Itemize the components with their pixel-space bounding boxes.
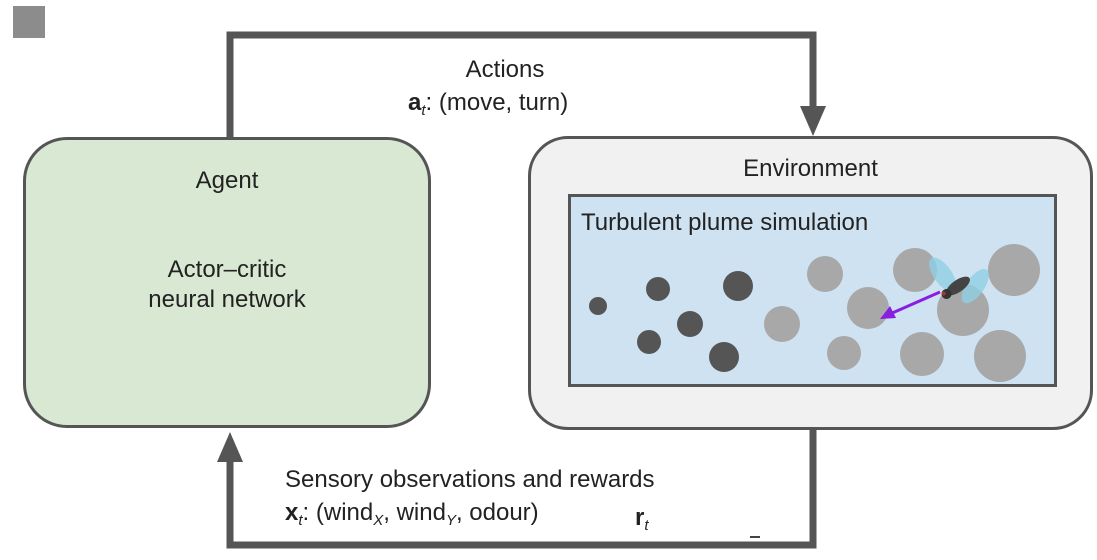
actions-subscript: t bbox=[421, 102, 426, 119]
observations-title: Sensory observations and rewards bbox=[285, 466, 655, 493]
observations-arrow bbox=[226, 430, 817, 549]
reward-formula: rt bbox=[635, 504, 649, 535]
observation-sep: , wind bbox=[383, 499, 446, 526]
wind-x-subscript: X bbox=[373, 512, 384, 529]
odour-blob bbox=[827, 336, 861, 370]
heading-arrowhead bbox=[880, 306, 896, 319]
odour-blob bbox=[589, 297, 607, 315]
odour-blob bbox=[646, 277, 670, 301]
plume-simulation-title: Turbulent plume simulation bbox=[581, 209, 869, 236]
odour-blob bbox=[677, 311, 703, 337]
actions-arrowhead bbox=[800, 106, 826, 136]
odour-blob bbox=[974, 330, 1026, 382]
odour-blob bbox=[709, 342, 739, 372]
actions-arrow bbox=[226, 31, 817, 137]
odour-blob bbox=[893, 248, 937, 292]
odour-blob bbox=[900, 332, 944, 376]
actions-title: Actions bbox=[465, 56, 545, 83]
actions-symbol: a bbox=[408, 89, 422, 116]
heading-arrow bbox=[889, 290, 941, 316]
wind-y-subscript: Y bbox=[445, 512, 456, 529]
observations-formula: xt: (windX, windY, odour) bbox=[285, 499, 539, 530]
panel-tag bbox=[13, 6, 45, 38]
agent-box bbox=[23, 137, 431, 428]
observation-close: , odour) bbox=[455, 499, 539, 526]
observation-subscript: t bbox=[298, 512, 303, 529]
actions-value: : (move, turn) bbox=[425, 89, 569, 116]
odour-blob bbox=[847, 287, 889, 329]
odour-blob bbox=[637, 330, 661, 354]
odour-blob bbox=[723, 271, 753, 301]
agent-body-line1: Actor–critic bbox=[167, 256, 287, 283]
odour-blobs bbox=[589, 244, 1040, 382]
plume-scene bbox=[589, 244, 1040, 382]
actions-formula: at: (move, turn) bbox=[408, 89, 569, 120]
fly-icon bbox=[929, 257, 989, 304]
reward-subscript: t bbox=[644, 517, 649, 534]
odour-blob bbox=[988, 244, 1040, 296]
plume-simulation-panel: Turbulent plume simulation bbox=[568, 194, 1057, 387]
observation-symbol: x bbox=[285, 499, 299, 526]
observations-arrowhead bbox=[217, 432, 243, 462]
environment-title: Environment bbox=[743, 155, 878, 182]
agent-title: Agent bbox=[195, 167, 259, 194]
agent-body-line2: neural network bbox=[148, 286, 306, 313]
odour-blob bbox=[807, 256, 843, 292]
odour-blob bbox=[764, 306, 800, 342]
reward-symbol: r bbox=[635, 504, 645, 531]
observation-open: : (wind bbox=[302, 499, 374, 526]
